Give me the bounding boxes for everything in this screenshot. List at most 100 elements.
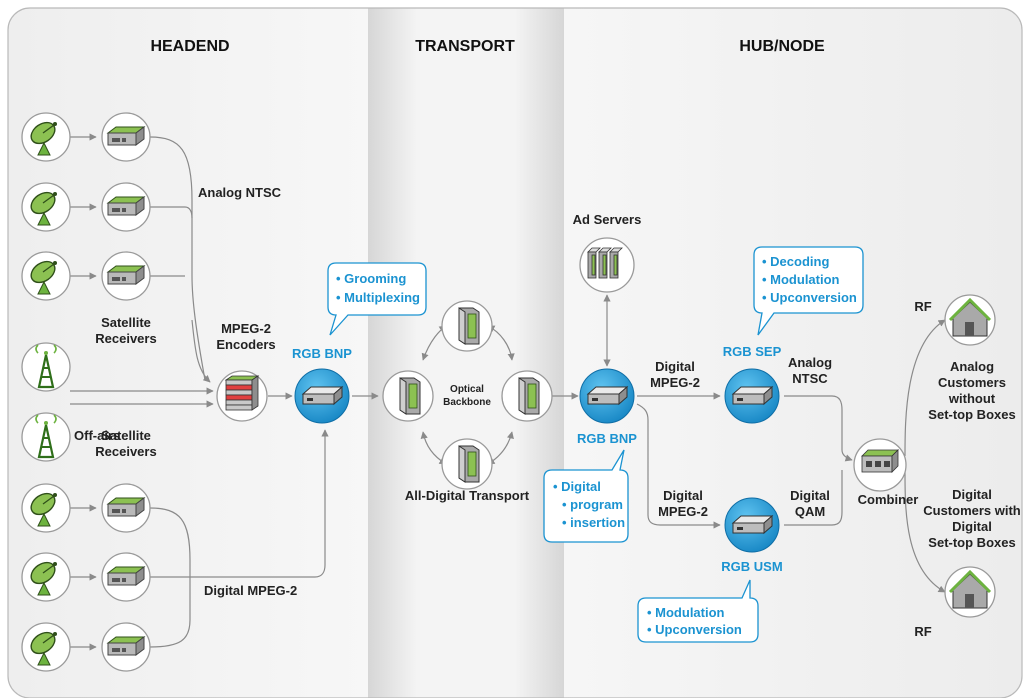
label-all-digital-transport: All-Digital Transport [405, 488, 530, 503]
section-transport-title: TRANSPORT [415, 38, 515, 55]
text-line: MPEG-2 [221, 321, 271, 336]
text-line: RF [914, 624, 931, 639]
broadcast-tower-icon [20, 341, 72, 393]
text-line: Digital [790, 488, 830, 503]
callout-item: • insertion [562, 515, 625, 530]
satellite-dish-icon [21, 251, 71, 301]
text-line: MPEG-2 [650, 375, 700, 390]
label-analog-ntsc: Analog NTSC [198, 185, 282, 200]
text-line: Backbone [443, 397, 491, 408]
server-icon [501, 370, 553, 422]
receiver-icon [101, 182, 151, 232]
text-line: Ad Servers [573, 212, 642, 227]
text-line: Off-airs [74, 428, 120, 443]
text-line: All-Digital Transport [405, 488, 530, 503]
receiver-icon [101, 622, 151, 672]
server-icon [441, 300, 493, 352]
text-line: Receivers [95, 444, 156, 459]
text-line: Customers with [923, 503, 1021, 518]
text-line: Analog NTSC [198, 185, 282, 200]
callout-item: • Upconversion [647, 622, 742, 637]
receiver-icon [101, 112, 151, 162]
text-line: Digital [663, 488, 703, 503]
text-line: Satellite [101, 428, 151, 443]
label-rgb-bnp: RGB BNP [292, 346, 352, 361]
ad-server-icon [579, 237, 635, 293]
wires [70, 133, 946, 651]
text-line: Satellite [101, 315, 151, 330]
text-line: Set-top Boxes [928, 407, 1015, 422]
label-rf: RF [914, 624, 931, 639]
house-icon [944, 566, 996, 618]
callout-item: • Grooming [336, 271, 406, 286]
satellite-dish-icon [21, 622, 71, 672]
text-line: Combiner [858, 492, 919, 507]
section-hub-title: HUB/NODE [739, 38, 825, 55]
receiver-icon [101, 483, 151, 533]
callout-item: • Modulation [762, 272, 840, 287]
text-line: Digital MPEG-2 [204, 583, 297, 598]
broadcast-tower-icon [20, 411, 72, 463]
rgb-sep-device-icon [724, 368, 780, 424]
text-line: Digital [952, 487, 992, 502]
callout-item: • Multiplexing [336, 290, 420, 305]
text-line: Digital [655, 359, 695, 374]
callout-decoding: • Decoding • Modulation • Upconversion [753, 246, 864, 336]
callout-item: • Modulation [647, 605, 725, 620]
rgb-usm-device-icon [724, 497, 780, 553]
callout-item: • Decoding [762, 254, 829, 269]
callout-digital-program-insertion: • Digital • program • insertion [543, 449, 629, 543]
outer-frame [7, 7, 1023, 698]
text-line: Optical [450, 384, 484, 395]
encoder-stack-icon [216, 370, 268, 422]
rgb-bnp-device-icon [294, 368, 350, 424]
section-headend-title: HEADEND [150, 38, 229, 55]
label-rf: RF [914, 299, 931, 314]
text-line: Digital [952, 519, 992, 534]
text-line: Analog [950, 359, 994, 374]
satellite-dish-icon [21, 483, 71, 533]
server-icon [441, 438, 493, 490]
text-line: RF [914, 299, 931, 314]
text-line: Receivers [95, 331, 156, 346]
label-rgb-bnp: RGB BNP [577, 431, 637, 446]
rgb-bnp-device-icon [579, 368, 635, 424]
text-line: NTSC [792, 371, 828, 386]
callout-item: • Digital [553, 479, 601, 494]
text-line: without [948, 391, 996, 406]
text-line: MPEG-2 [658, 504, 708, 519]
text-line: Customers [938, 375, 1006, 390]
satellite-dish-icon [21, 552, 71, 602]
satellite-dish-icon [21, 112, 71, 162]
text-line: Analog [788, 355, 832, 370]
text-line: Encoders [216, 337, 275, 352]
callout-item: • Upconversion [762, 290, 857, 305]
label-rgb-sep: RGB SEP [723, 344, 782, 359]
text-line: QAM [795, 504, 825, 519]
receiver-icon [101, 552, 151, 602]
label-off-airs: Off-airs [74, 428, 120, 443]
label-combiner: Combiner [858, 492, 919, 507]
server-icon [382, 370, 434, 422]
satellite-dish-icon [21, 182, 71, 232]
text-line: Set-top Boxes [928, 535, 1015, 550]
label-rgb-usm: RGB USM [721, 559, 782, 574]
receiver-icon [101, 251, 151, 301]
combiner-icon [853, 438, 907, 492]
house-icon [944, 294, 996, 346]
label-ad-servers: Ad Servers [573, 212, 642, 227]
callout-grooming: • Grooming • Multiplexing [327, 262, 427, 336]
label-digital-mpeg2: Digital MPEG-2 [204, 583, 297, 598]
callout-item: • program [562, 497, 623, 512]
